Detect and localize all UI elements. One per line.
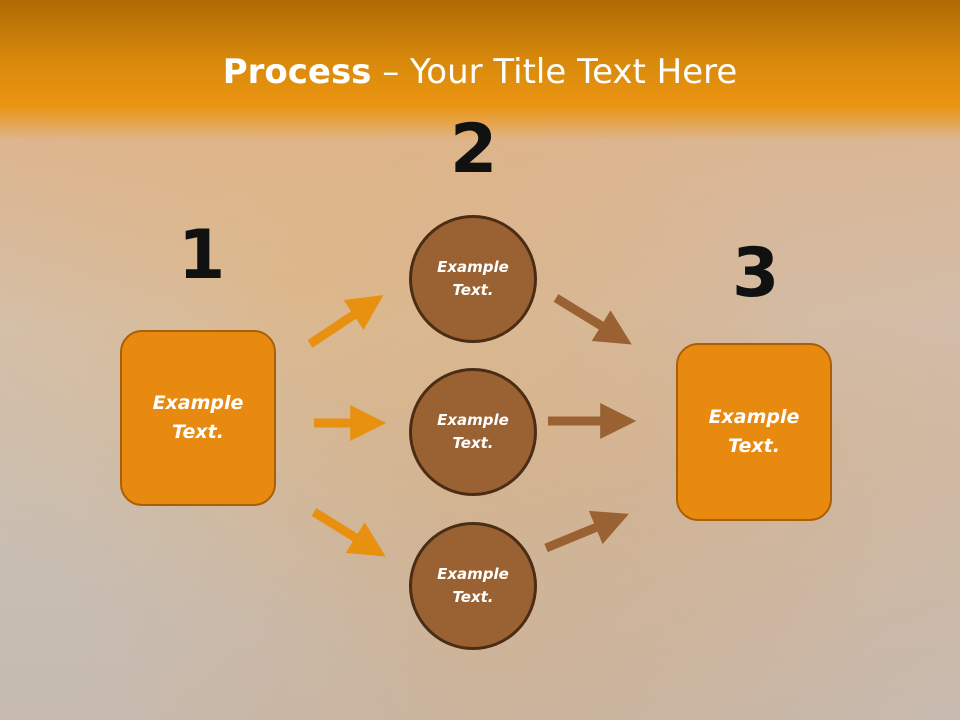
left-process-box: Example Text. (120, 330, 276, 506)
step-number-3: 3 (732, 234, 780, 313)
arrow-circle-bottom-to-3 (544, 510, 629, 553)
title-rest: – Your Title Text Here (371, 52, 738, 92)
circle-middle-text: Example Text. (437, 411, 509, 452)
title-bar (0, 0, 960, 140)
circle-middle: Example Text. (409, 368, 537, 496)
circle-top-text: Example Text. (437, 258, 509, 299)
step-number-2: 2 (450, 110, 498, 189)
arrow-1-to-circle-bottom (311, 508, 386, 557)
title-bold: Process (222, 52, 372, 92)
right-process-box: Example Text. (676, 343, 832, 521)
circle-bottom: Example Text. (409, 522, 537, 650)
circle-top: Example Text. (409, 215, 537, 343)
circle-bottom-text: Example Text. (437, 565, 509, 606)
arrow-circle-top-to-3 (553, 294, 632, 345)
arrow-1-to-circle-top (307, 295, 384, 348)
step-number-1: 1 (178, 216, 226, 295)
left-box-text: Example Text. (152, 392, 244, 443)
slide-title: Process – Your Title Text Here (0, 52, 960, 92)
right-box-text: Example Text. (708, 406, 800, 457)
